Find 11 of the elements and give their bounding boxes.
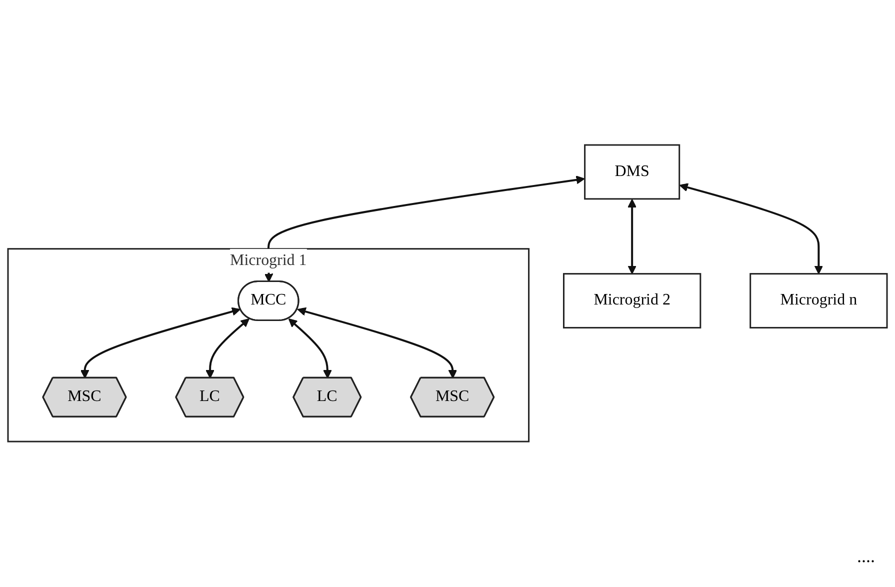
- arrow: [80, 308, 241, 379]
- arrow: [288, 318, 332, 379]
- arrow: [679, 183, 824, 274]
- node-box: Microgrid n: [750, 273, 888, 329]
- arrow: [297, 308, 458, 379]
- arrow: [206, 318, 250, 379]
- arrow: [628, 199, 636, 274]
- node-box: DMS: [584, 144, 680, 200]
- node-box: Microgrid 2: [563, 273, 702, 329]
- ellipsis-note: ....: [857, 546, 875, 567]
- arrow: [264, 176, 585, 282]
